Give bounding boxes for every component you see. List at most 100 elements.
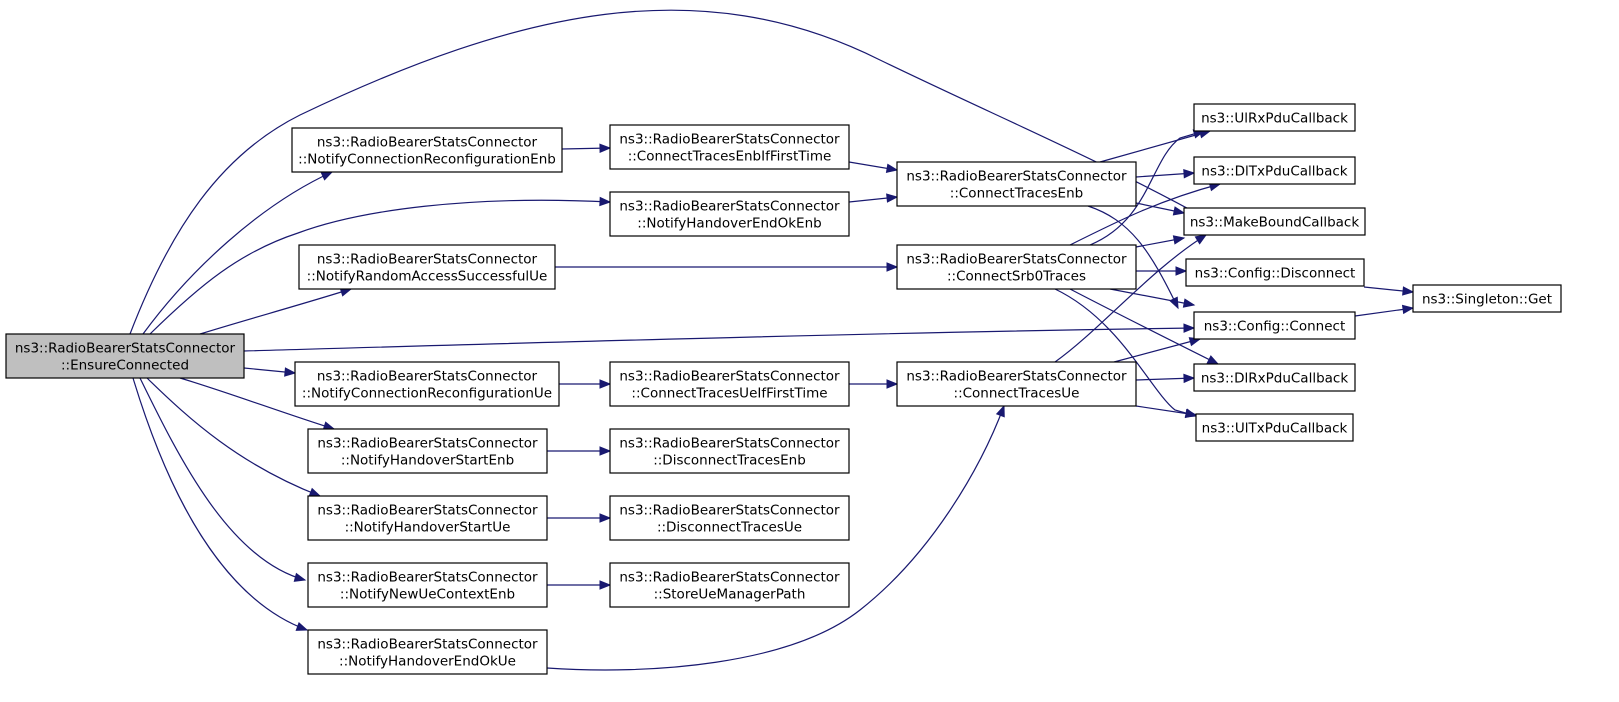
edge-connSrb0Traces-to-makeBoundCb [1135, 235, 1186, 248]
edge-ensure-to-notifyConnReconfUe [243, 367, 297, 377]
edge-ensure-to-notifyRandomAccess [199, 287, 353, 335]
node-box[interactable] [896, 161, 1137, 207]
node-singletonGet[interactable]: ns3::Singleton::Get [1412, 284, 1562, 313]
edge-arrowhead [885, 163, 899, 173]
edge-notifyRandomAccess-to-connSrb0Traces [555, 262, 899, 272]
node-label-line: ::ConnectSrb0Traces [947, 269, 1086, 285]
edge-arrowhead [320, 171, 334, 181]
node-label-line: ::NotifyRandomAccessSuccessfulUe [307, 269, 548, 285]
edge-line [142, 171, 333, 335]
node-configConnect[interactable]: ns3::Config::Connect [1193, 311, 1356, 340]
edge-line [1054, 234, 1207, 363]
edge-line [129, 9, 1210, 335]
node-configDisconnect[interactable]: ns3::Config::Disconnect [1185, 258, 1365, 287]
node-box[interactable] [1183, 207, 1366, 236]
node-box[interactable] [609, 562, 850, 608]
node-connTracesUe[interactable]: ns3::RadioBearerStatsConnector::ConnectT… [896, 361, 1137, 407]
node-box[interactable] [609, 495, 850, 541]
node-box[interactable] [307, 562, 548, 608]
node-notifyHoEndOkUe[interactable]: ns3::RadioBearerStatsConnector::NotifyHa… [307, 629, 548, 675]
node-dlRxPduCb[interactable]: ns3::DlRxPduCallback [1193, 363, 1356, 392]
node-notifyConnReconfUe[interactable]: ns3::RadioBearerStatsConnector::NotifyCo… [294, 361, 560, 407]
node-label-line: ns3::RadioBearerStatsConnector [619, 503, 840, 519]
node-notifyConnReconfEnb[interactable]: ns3::RadioBearerStatsConnector::NotifyCo… [291, 127, 563, 173]
node-disconnTracesUe[interactable]: ns3::RadioBearerStatsConnector::Disconne… [609, 495, 850, 541]
node-box[interactable] [307, 428, 548, 474]
edge-arrowhead [1183, 168, 1196, 179]
edge-arrowhead [1183, 323, 1196, 333]
node-box[interactable] [1193, 103, 1356, 132]
node-notifyRandomAccess[interactable]: ns3::RadioBearerStatsConnector::NotifyRa… [298, 244, 556, 290]
node-connSrb0Traces[interactable]: ns3::RadioBearerStatsConnector::ConnectS… [896, 244, 1137, 290]
node-box[interactable] [298, 244, 556, 290]
node-label-line: ns3::MakeBoundCallback [1190, 215, 1360, 231]
node-notifyHoStartUe[interactable]: ns3::RadioBearerStatsConnector::NotifyHa… [307, 495, 548, 541]
node-label-line: ns3::RadioBearerStatsConnector [317, 369, 538, 385]
node-makeBoundCb[interactable]: ns3::MakeBoundCallback [1183, 207, 1366, 236]
node-label-line: ::ConnectTracesUe [954, 386, 1080, 402]
edge-line [1087, 205, 1179, 309]
node-box[interactable] [307, 629, 548, 675]
node-box[interactable] [609, 361, 850, 407]
node-label-line: ns3::RadioBearerStatsConnector [906, 169, 1127, 185]
node-box[interactable] [1185, 258, 1365, 287]
node-label-line: ns3::UlTxPduCallback [1202, 421, 1348, 437]
edge-ensure-to-configConnect [243, 323, 1196, 352]
node-connTracesEnb[interactable]: ns3::RadioBearerStatsConnector::ConnectT… [896, 161, 1137, 207]
node-dlTxPduCb[interactable]: ns3::DlTxPduCallback [1193, 156, 1356, 185]
node-notifyNewUeCtx[interactable]: ns3::RadioBearerStatsConnector::NotifyNe… [307, 562, 548, 608]
node-label-line: ns3::RadioBearerStatsConnector [619, 369, 840, 385]
node-connTracesEnbIfFirst[interactable]: ns3::RadioBearerStatsConnector::ConnectT… [609, 124, 850, 170]
node-storeUeMgrPath[interactable]: ns3::RadioBearerStatsConnector::StoreUeM… [609, 562, 850, 608]
node-ensure[interactable]: ns3::RadioBearerStatsConnector::EnsureCo… [5, 333, 245, 379]
node-label-line: ns3::RadioBearerStatsConnector [317, 436, 538, 452]
node-notifyHoEndOkEnb[interactable]: ns3::RadioBearerStatsConnector::NotifyHa… [609, 191, 850, 237]
node-box[interactable] [1193, 363, 1356, 392]
edge-line [149, 199, 611, 335]
edge-connTracesEnb-to-makeBoundCb [1135, 202, 1186, 216]
node-box[interactable] [609, 124, 850, 170]
edge-arrowhead [1206, 355, 1220, 365]
node-box[interactable] [307, 495, 548, 541]
node-box[interactable] [5, 333, 245, 379]
node-label-line: ::NotifyHandoverStartUe [345, 520, 511, 536]
node-label-line: ns3::RadioBearerStatsConnector [619, 132, 840, 148]
node-box[interactable] [1193, 311, 1356, 340]
edge-arrowhead [599, 580, 612, 590]
node-label-line: ::NotifyConnectionReconfigurationUe [302, 386, 552, 402]
node-box[interactable] [609, 191, 850, 237]
node-box[interactable] [609, 428, 850, 474]
node-disconnTracesEnb[interactable]: ns3::RadioBearerStatsConnector::Disconne… [609, 428, 850, 474]
node-box[interactable] [1195, 413, 1354, 442]
edge-connTracesUe-to-makeBoundCb [1054, 234, 1208, 363]
node-box[interactable] [1193, 156, 1356, 185]
node-label-line: ns3::Singleton::Get [1422, 292, 1552, 308]
node-box[interactable] [1412, 284, 1562, 313]
node-box[interactable] [896, 244, 1137, 290]
edge-notifyConnReconfUe-to-connTracesUeIfFirst [559, 379, 612, 389]
edge-arrowhead [995, 404, 1005, 418]
edge-ensure-to-notifyHoEndOkEnb [149, 196, 612, 335]
node-ulTxPduCb[interactable]: ns3::UlTxPduCallback [1195, 413, 1354, 442]
node-ulRxPduCb[interactable]: ns3::UlRxPduCallback [1193, 103, 1356, 132]
node-box[interactable] [896, 361, 1137, 407]
edge-arrowhead [1172, 206, 1186, 216]
node-notifyHoStartEnb[interactable]: ns3::RadioBearerStatsConnector::NotifyHa… [307, 428, 548, 474]
edge-arrowhead [886, 262, 899, 272]
node-box[interactable] [291, 127, 563, 173]
edge-line [1069, 183, 1221, 246]
edge-line [1109, 288, 1195, 306]
node-label-line: ns3::RadioBearerStatsConnector [317, 637, 538, 653]
nodes-layer: ns3::RadioBearerStatsConnector::EnsureCo… [5, 103, 1562, 675]
edge-line [179, 377, 335, 430]
node-box[interactable] [294, 361, 560, 407]
edge-notifyHoStartEnb-to-disconnTracesEnb [547, 446, 612, 456]
edge-arrowhead [308, 487, 322, 497]
edges-layer [129, 9, 1415, 671]
edge-arrowhead [295, 621, 309, 631]
edge-arrowhead [1169, 296, 1179, 310]
node-label-line: ::NotifyHandoverEndOkUe [339, 654, 516, 670]
node-connTracesUeIfFirst[interactable]: ns3::RadioBearerStatsConnector::ConnectT… [609, 361, 850, 407]
node-label-line: ns3::RadioBearerStatsConnector [317, 503, 538, 519]
